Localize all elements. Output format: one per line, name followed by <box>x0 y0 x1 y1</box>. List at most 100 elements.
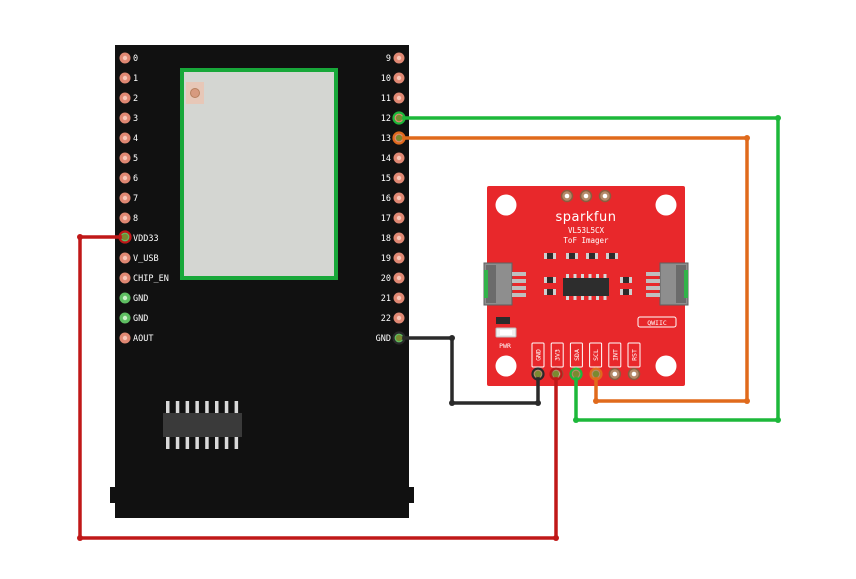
pin-hole <box>396 255 402 261</box>
wire-endpoint-core <box>395 114 403 122</box>
sensor-pin-label: 3V3 <box>554 349 562 361</box>
qwiic-label-box: QWIIC <box>637 316 677 328</box>
pin-right-1[interactable]: 10 <box>381 72 405 85</box>
pin-right-5[interactable]: 14 <box>381 152 405 165</box>
pin-hole <box>122 255 128 261</box>
pin-left-4[interactable]: 4 <box>119 132 139 145</box>
pin-label: 8 <box>133 214 138 224</box>
pin-hole <box>396 295 402 301</box>
ic-chip-body <box>163 413 242 437</box>
ic-chip-lead <box>205 401 209 413</box>
pin-left-5[interactable]: 5 <box>119 152 139 165</box>
rf-module <box>180 68 338 280</box>
pwr-led: PWR <box>495 317 517 350</box>
pin-left-13[interactable]: GND <box>119 312 149 325</box>
wire-endpoint <box>392 331 406 345</box>
pin-hole <box>122 75 128 81</box>
pin-label: V_USB <box>133 254 159 264</box>
wire-endpoint-core <box>534 370 542 378</box>
pin-left-3[interactable]: 3 <box>119 112 139 125</box>
pin-left-0[interactable]: 0 <box>119 52 139 65</box>
qwiic-connector-left <box>483 262 526 306</box>
pin-right-13[interactable]: 22 <box>381 312 405 325</box>
pin-label: 11 <box>381 94 391 104</box>
ic-chip-lead <box>166 401 170 413</box>
pin-left-11[interactable]: CHIP_EN <box>119 272 169 285</box>
wire-endpoint <box>392 131 406 145</box>
ic-chip-lead <box>185 437 190 449</box>
pin-label: 7 <box>133 194 138 204</box>
pin-label: 4 <box>133 134 138 144</box>
pin-hole <box>396 55 402 61</box>
sensor-pin-label-box <box>531 342 545 368</box>
mcu-board-tab-right <box>408 487 414 503</box>
ic-chip-lead <box>224 401 229 413</box>
wires <box>77 115 781 541</box>
pin-right-10[interactable]: 19 <box>381 252 405 265</box>
sensor-pin-4[interactable]: INT <box>608 342 622 381</box>
pwr-label: PWR <box>499 342 511 350</box>
pin-label: 5 <box>133 154 138 164</box>
pin-label: 13 <box>381 134 391 144</box>
mounting-hole-br <box>655 355 677 377</box>
mounting-hole-bl <box>495 355 517 377</box>
pin-hole <box>122 275 128 281</box>
pin-right-6[interactable]: 15 <box>381 172 405 185</box>
ic-chip-lead <box>234 437 239 449</box>
pin-right-7[interactable]: 16 <box>381 192 405 205</box>
pin-label: AOUT <box>133 334 153 344</box>
sensor-pin-label: GND <box>535 349 543 361</box>
pin-left-2[interactable]: 2 <box>119 92 139 105</box>
pin-hole <box>122 315 128 321</box>
pin-label: CHIP_EN <box>133 274 169 284</box>
mounting-hole-tl <box>495 194 517 216</box>
pin-hole <box>396 275 402 281</box>
wire-endpoint-core <box>121 233 129 241</box>
ic-chip-lead <box>205 437 209 449</box>
pin-label: 10 <box>381 74 391 84</box>
pin-label: 6 <box>133 174 138 184</box>
qwiic-connector-right <box>646 262 689 306</box>
pin-right-2[interactable]: 11 <box>381 92 405 105</box>
sensor-pin-label-box <box>608 342 622 368</box>
sensor-chip-body <box>563 278 609 296</box>
pin-left-12[interactable]: GND <box>119 292 149 305</box>
pin-right-0[interactable]: 9 <box>386 52 405 65</box>
pin-label: 20 <box>381 274 391 284</box>
pin-hole <box>122 335 128 341</box>
pin-label: 16 <box>381 194 391 204</box>
pin-left-10[interactable]: V_USB <box>119 252 159 265</box>
pin-label: 9 <box>386 54 391 64</box>
pin-hole <box>396 75 402 81</box>
sensor-pin-label: INT <box>611 349 619 361</box>
pin-right-12[interactable]: 21 <box>381 292 405 305</box>
pin-right-9[interactable]: 18 <box>381 232 405 245</box>
pin-hole <box>122 215 128 221</box>
pin-label: 22 <box>381 314 391 324</box>
pin-left-14[interactable]: AOUT <box>119 332 154 345</box>
pin-left-6[interactable]: 6 <box>119 172 139 185</box>
wire-endpoint-core <box>395 334 403 342</box>
pin-label: 19 <box>381 254 391 264</box>
pin-left-7[interactable]: 7 <box>119 192 139 205</box>
wire-endpoint-core <box>395 134 403 142</box>
pin-hole <box>122 95 128 101</box>
pin-hole <box>396 95 402 101</box>
sensor-pin-label-box <box>569 342 583 368</box>
sensor-pin-label-box <box>550 342 564 368</box>
ic-chip <box>163 401 242 449</box>
pin-label: 3 <box>133 114 138 124</box>
wire-endpoint-core <box>592 370 600 378</box>
pin-right-8[interactable]: 17 <box>381 212 405 225</box>
pin-left-8[interactable]: 8 <box>119 212 139 225</box>
wire-endpoint <box>589 367 603 381</box>
pin-right-11[interactable]: 20 <box>381 272 405 285</box>
pin-label: 1 <box>133 74 138 84</box>
pin-label: 14 <box>381 154 391 164</box>
pin-left-1[interactable]: 1 <box>119 72 139 85</box>
wire-endpoint <box>392 111 406 125</box>
pin-label: 15 <box>381 174 391 184</box>
sensor-pin-5[interactable]: RST <box>627 342 641 381</box>
sensor-pin-label-box <box>627 342 641 368</box>
